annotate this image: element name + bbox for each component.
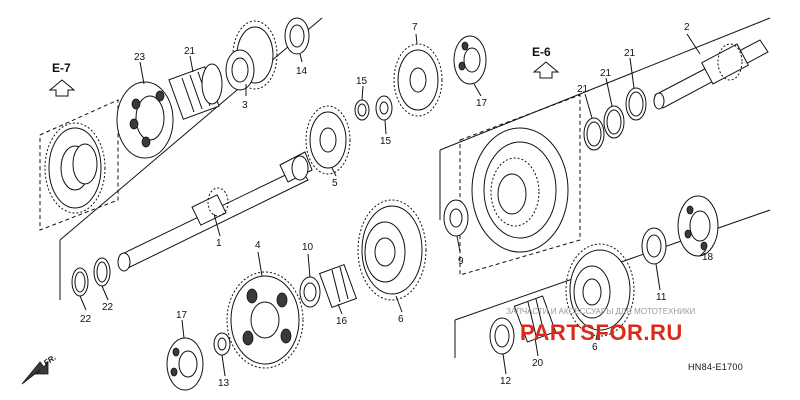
- gear-part-6b[interactable]: [565, 243, 635, 337]
- callout-1[interactable]: 1: [216, 238, 222, 249]
- ball-bearing-part-17a[interactable]: [453, 35, 487, 85]
- callout-23[interactable]: 23: [134, 52, 146, 63]
- snap-ring-part-21c[interactable]: [625, 87, 647, 121]
- callout-16[interactable]: 16: [336, 316, 348, 327]
- callout-21b[interactable]: 21: [600, 68, 612, 79]
- snap-ring-part-22b[interactable]: [93, 257, 111, 287]
- callout-15b[interactable]: 15: [380, 136, 392, 147]
- callout-17b[interactable]: 17: [176, 310, 188, 321]
- ball-bearing-part-18[interactable]: [677, 195, 719, 257]
- gear-part-5[interactable]: [305, 105, 351, 175]
- e7-reference-gear: [44, 122, 106, 214]
- gear-part-6a[interactable]: [357, 199, 427, 301]
- section-label-e6: E-6: [532, 45, 551, 59]
- thrust-washer-part-13[interactable]: [213, 332, 231, 356]
- snap-ring-part-21b[interactable]: [603, 105, 625, 139]
- front-marker: FR.: [21, 353, 58, 385]
- callout-6a[interactable]: 6: [398, 314, 404, 325]
- thrust-washer-part-10[interactable]: [641, 227, 667, 265]
- section-label-e7: E-7: [52, 61, 71, 75]
- thrust-washer-part-12[interactable]: [489, 317, 515, 355]
- callout-12[interactable]: 12: [500, 376, 512, 387]
- gear-part-4[interactable]: [226, 271, 304, 369]
- mainshaft-part-1[interactable]: [117, 151, 313, 272]
- washer-part-15a[interactable]: [354, 99, 370, 121]
- callout-2[interactable]: 2: [684, 22, 690, 33]
- callout-22a[interactable]: 22: [80, 314, 92, 325]
- leader-lines: [79, 33, 707, 377]
- needle-bearing-part-20[interactable]: [168, 63, 223, 120]
- needle-bearing-part-16[interactable]: [318, 263, 358, 309]
- callout-21a[interactable]: 21: [577, 84, 589, 95]
- section-marker-e6[interactable]: E-6: [532, 45, 560, 79]
- callout-18[interactable]: 18: [702, 252, 714, 263]
- callout-13[interactable]: 13: [218, 378, 230, 389]
- callout-6b[interactable]: 6: [592, 342, 598, 353]
- callouts: 23 21 3 14 15 15 5 7 17 2 21 21 21 1 4 1…: [80, 22, 714, 389]
- ball-bearing-part-17b[interactable]: [166, 337, 204, 391]
- callout-22b[interactable]: 22: [102, 302, 114, 313]
- up-arrow-icon: [532, 61, 560, 79]
- snap-ring-part-21a[interactable]: [583, 117, 605, 151]
- front-arrow-icon: [21, 360, 49, 385]
- needle-bearing-part-19[interactable]: [513, 295, 557, 343]
- callout-21c[interactable]: 21: [624, 48, 636, 59]
- front-label: FR.: [42, 353, 58, 368]
- e6-reference-clutch: [471, 127, 569, 253]
- callout-11[interactable]: 10: [302, 242, 314, 253]
- lock-washer-part-9[interactable]: [443, 199, 469, 237]
- diagram-code: HN84-E1700: [688, 362, 743, 372]
- thrust-washer-part-14[interactable]: [284, 17, 310, 55]
- snap-ring-part-22a[interactable]: [71, 267, 89, 297]
- watermark: ЗАПЧАСТИ И АКСЕССУАРЫ ДЛЯ МОТОТЕХНИКИ PA…: [506, 307, 696, 345]
- gear-part-7[interactable]: [393, 43, 443, 117]
- callout-17a[interactable]: 17: [476, 98, 488, 109]
- washer-part-15b[interactable]: [375, 95, 393, 121]
- callout-15a[interactable]: 15: [356, 76, 368, 87]
- callout-20[interactable]: 21: [184, 46, 196, 57]
- callout-9[interactable]: 9: [458, 256, 464, 267]
- callout-5[interactable]: 5: [332, 178, 338, 189]
- callout-14[interactable]: 14: [296, 66, 308, 77]
- section-marker-e7[interactable]: E-7: [48, 61, 76, 97]
- countershaft-part-2[interactable]: [653, 39, 769, 110]
- ball-bearing-part-23[interactable]: [116, 81, 174, 159]
- callout-4[interactable]: 4: [255, 240, 261, 251]
- callout-19[interactable]: 20: [532, 358, 544, 369]
- watermark-logo-text: PARTSFOR.RU: [520, 320, 683, 345]
- callout-10[interactable]: 11: [656, 292, 667, 303]
- watermark-subtext: ЗАПЧАСТИ И АКСЕССУАРЫ ДЛЯ МОТОТЕХНИКИ: [506, 307, 696, 316]
- up-arrow-icon: [48, 79, 76, 97]
- gear-part-3[interactable]: [225, 20, 278, 91]
- callout-3[interactable]: 3: [242, 100, 248, 111]
- callout-7[interactable]: 7: [412, 22, 418, 33]
- thrust-washer-part-11[interactable]: [299, 276, 321, 308]
